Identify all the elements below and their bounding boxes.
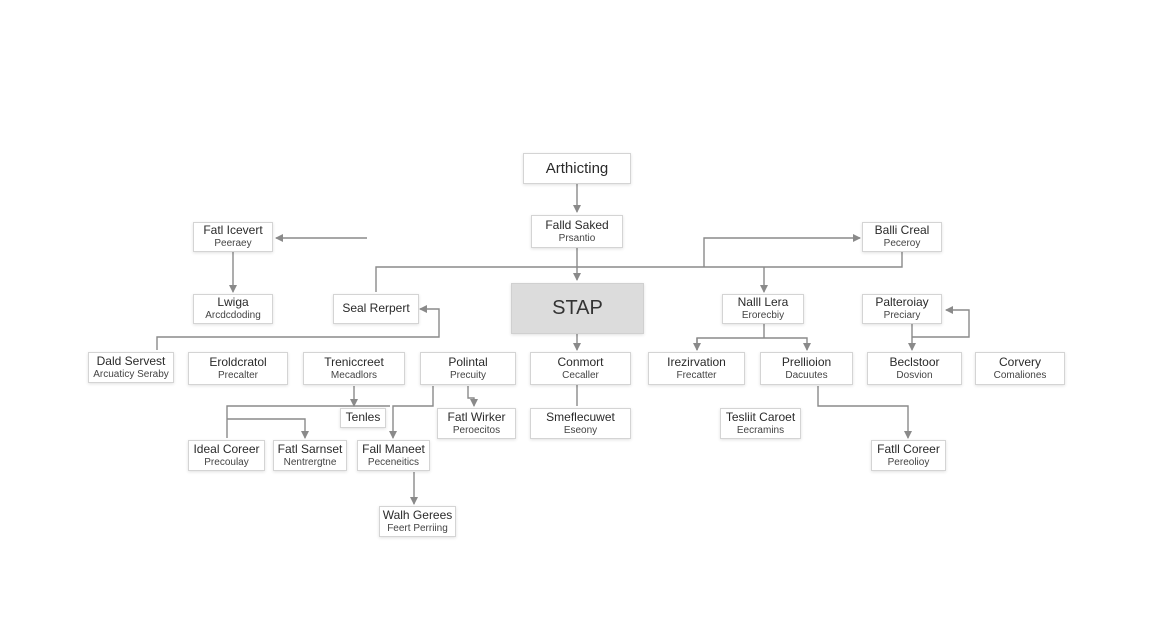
node-title: Balli Creal (874, 223, 930, 238)
node-subtitle: Peroecitos (452, 424, 501, 436)
node-title: Tesliit Caroet (725, 409, 796, 424)
connector (375, 251, 903, 292)
node-title: Seal Rerpert (342, 301, 410, 316)
connector (817, 386, 912, 439)
diagram-node: Seal Rerpert (333, 294, 419, 324)
node-title: Eroldcratol (209, 354, 267, 369)
connector (227, 418, 309, 439)
node-title: Corvery (998, 354, 1041, 369)
node-title: Fatl Sarnset (277, 441, 343, 456)
node-title: Irezirvation (667, 354, 726, 369)
node-title: STAP (552, 297, 603, 319)
node-title: Ideal Coreer (193, 441, 260, 456)
node-title: Prellioion (781, 354, 832, 369)
node-title: Walh Gerees (382, 507, 453, 522)
node-title: Fatl Icevert (203, 223, 263, 238)
connector (226, 405, 390, 438)
node-subtitle: Arcdcdoding (205, 310, 261, 322)
connector (912, 306, 970, 338)
node-title: Tenles (345, 410, 381, 425)
connector (467, 386, 478, 407)
node-title: Arthicting (545, 159, 609, 177)
node-title: Falld Saked (545, 217, 609, 232)
node-title: Dald Servest (96, 353, 166, 368)
node-title: Beclstoor (889, 354, 940, 369)
connector (156, 305, 440, 350)
center-node: STAP (511, 283, 644, 334)
node-subtitle: Dosvion (896, 369, 933, 381)
node-title: Treniccreet (324, 354, 384, 369)
node-title: Fatll Coreer (877, 441, 940, 456)
node-subtitle: Peceneitics (367, 456, 420, 468)
root-node: Arthicting (523, 153, 631, 184)
connector (696, 337, 811, 351)
node-subtitle: Comaliones (993, 369, 1047, 381)
node-subtitle: Eseony (563, 424, 598, 436)
node-subtitle: Arcuaticy Seraby (93, 368, 169, 380)
node-subtitle: Mecadlors (330, 369, 378, 381)
connector (389, 386, 434, 439)
node-title: Conmort (557, 354, 604, 369)
node-title: Polintal (448, 354, 488, 369)
node-subtitle: Eecramins (736, 424, 785, 436)
node-subtitle: Feert Perriing (387, 522, 448, 534)
node-subtitle: Precuity (449, 369, 487, 381)
node-title: Nalll Lera (737, 295, 789, 310)
node-subtitle: Nentrergtne (283, 456, 337, 468)
node-subtitle: Precoulay (204, 456, 249, 468)
node-title: Fatl Wirker (447, 409, 506, 424)
node-title: Lwiga (217, 295, 249, 310)
node-title: Palteroiay (875, 295, 929, 310)
node-subtitle: Pereolioy (887, 456, 930, 468)
node-subtitle: Prsantio (558, 232, 596, 244)
node-subtitle: Peceroy (883, 238, 921, 250)
node-subtitle: Erorecbiy (741, 310, 785, 322)
diagram-node: Tenles (340, 408, 386, 428)
node-title: Smeflecuwet (546, 409, 615, 424)
connector (703, 234, 861, 267)
node-subtitle: Precalter (217, 369, 258, 381)
node-subtitle: Dacuutes (785, 369, 828, 381)
node-subtitle: Peeraey (214, 238, 252, 250)
node-subtitle: Frecatter (676, 369, 717, 381)
node-subtitle: Preciary (883, 310, 921, 322)
node-subtitle: Cecaller (562, 369, 599, 381)
node-title: Fall Maneet (362, 441, 425, 456)
